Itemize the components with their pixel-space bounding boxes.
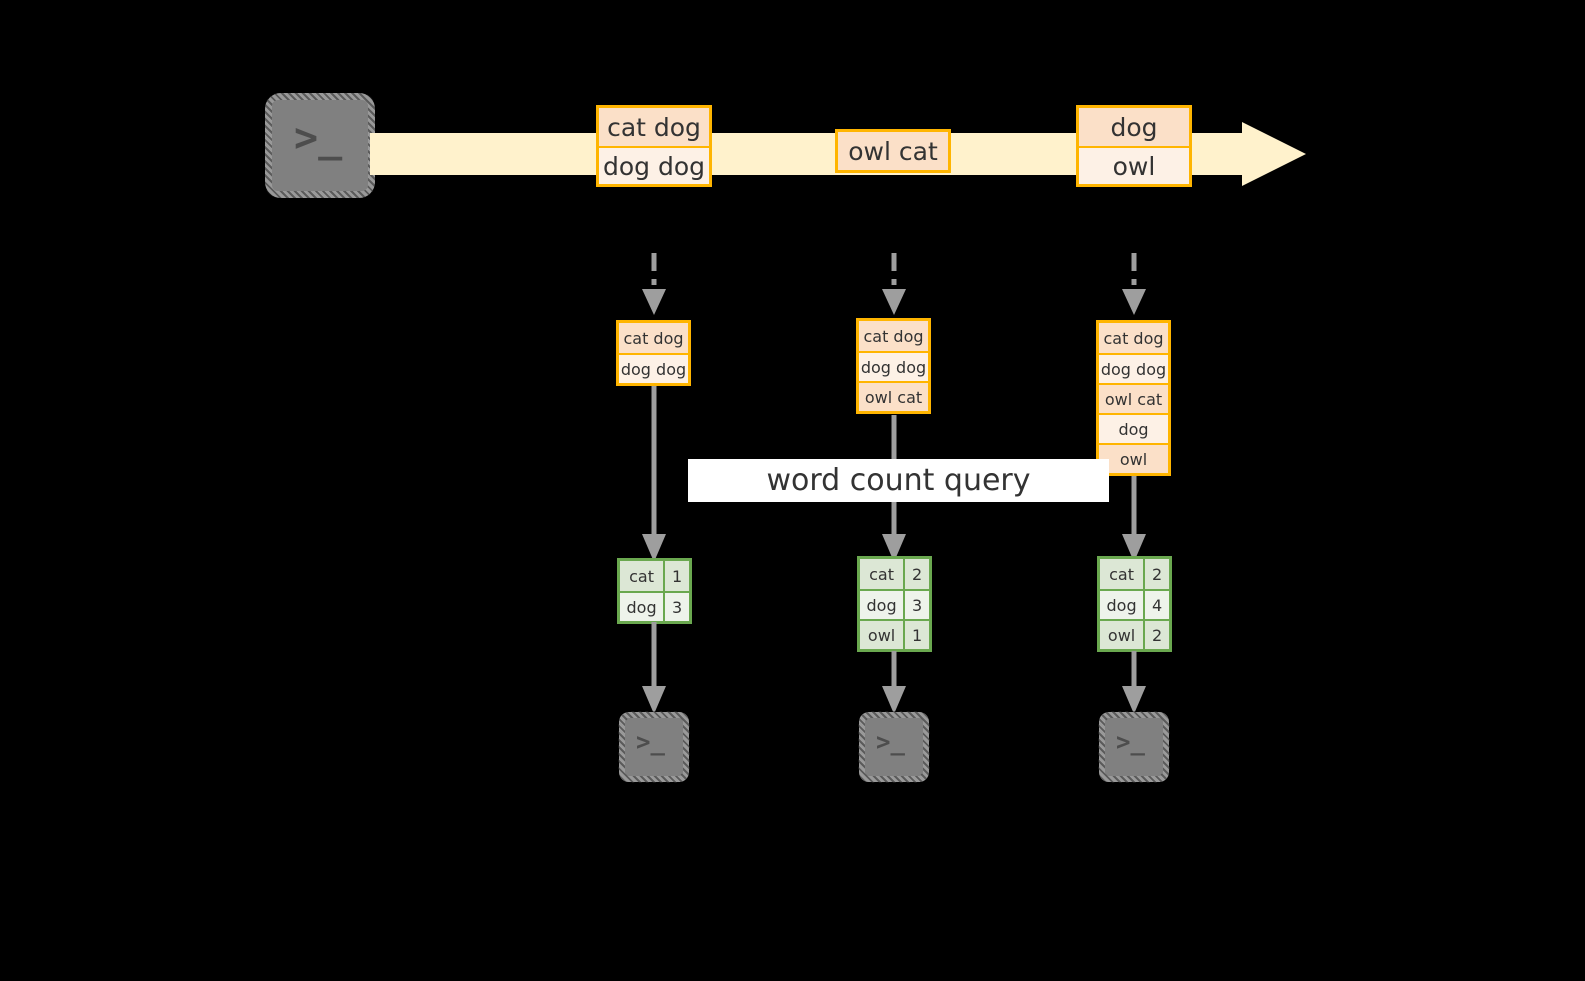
count-cell: 1 bbox=[903, 621, 929, 649]
snapshot-input-row: cat dog bbox=[619, 323, 688, 353]
count-cell: 2 bbox=[1143, 621, 1169, 649]
table-row: cat 2 bbox=[1100, 559, 1169, 589]
stream-record-2: owl cat bbox=[835, 129, 951, 173]
snapshot-input-row: owl cat bbox=[1099, 383, 1168, 413]
snapshot-input-row: dog dog bbox=[859, 351, 928, 381]
word-cell: dog bbox=[1100, 591, 1144, 619]
snapshot-input-row: owl cat bbox=[859, 381, 928, 411]
word-count-table-1: cat 1 dog 3 bbox=[617, 558, 692, 624]
word-cell: cat bbox=[1100, 559, 1144, 589]
word-cell: dog bbox=[860, 591, 904, 619]
stream-record-1: cat dog dog dog bbox=[596, 105, 712, 187]
stream-record-line: owl bbox=[1079, 146, 1189, 184]
snapshot-input-row: cat dog bbox=[1099, 323, 1168, 353]
snapshot-input-row: dog dog bbox=[1099, 353, 1168, 383]
snapshot-input-row: owl bbox=[1099, 443, 1168, 473]
word-cell: owl bbox=[860, 621, 904, 649]
table-row: owl 2 bbox=[1100, 619, 1169, 649]
count-cell: 4 bbox=[1143, 591, 1169, 619]
table-row: cat 2 bbox=[860, 559, 929, 589]
output-arrow-2 bbox=[880, 651, 908, 714]
snapshot-tap-arrow-2 bbox=[880, 253, 908, 315]
word-cell: dog bbox=[620, 593, 664, 621]
count-cell: 3 bbox=[663, 593, 689, 621]
snapshot-tap-arrow-3 bbox=[1120, 253, 1148, 315]
table-row: dog 3 bbox=[860, 589, 929, 619]
count-cell: 2 bbox=[1143, 559, 1169, 589]
query-label: word count query bbox=[688, 459, 1109, 502]
count-cell: 2 bbox=[903, 559, 929, 589]
output-arrow-3 bbox=[1120, 651, 1148, 714]
producer-terminal-icon: >_ bbox=[265, 93, 375, 198]
terminal-prompt-glyph: >_ bbox=[636, 728, 665, 756]
query-arrow-1 bbox=[640, 386, 668, 562]
terminal-prompt-glyph: >_ bbox=[294, 115, 343, 161]
count-cell: 1 bbox=[663, 561, 689, 591]
stream-record-3: dog owl bbox=[1076, 105, 1192, 187]
consumer-terminal-icon-1: >_ bbox=[618, 711, 690, 783]
terminal-prompt-glyph: >_ bbox=[1116, 728, 1145, 756]
query-arrow-3 bbox=[1120, 476, 1148, 562]
word-cell: cat bbox=[620, 561, 664, 591]
terminal-prompt-glyph: >_ bbox=[876, 728, 905, 756]
snapshot-input-stack-3: cat dog dog dog owl cat dog owl bbox=[1096, 320, 1171, 476]
word-cell: owl bbox=[1100, 621, 1144, 649]
stream-record-line: dog bbox=[1079, 108, 1189, 146]
count-cell: 3 bbox=[903, 591, 929, 619]
table-row: cat 1 bbox=[620, 561, 689, 591]
consumer-terminal-icon-2: >_ bbox=[858, 711, 930, 783]
snapshot-tap-arrow-1 bbox=[640, 253, 668, 315]
word-count-table-2: cat 2 dog 3 owl 1 bbox=[857, 556, 932, 652]
output-arrow-1 bbox=[640, 622, 668, 714]
stream-record-line: cat dog bbox=[599, 108, 709, 146]
snapshot-input-row: dog dog bbox=[619, 353, 688, 383]
stream-record-line: owl cat bbox=[838, 132, 948, 170]
consumer-terminal-icon-3: >_ bbox=[1098, 711, 1170, 783]
snapshot-input-row: dog bbox=[1099, 413, 1168, 443]
snapshot-input-stack-1: cat dog dog dog bbox=[616, 320, 691, 386]
word-count-table-3: cat 2 dog 4 owl 2 bbox=[1097, 556, 1172, 652]
snapshot-input-row: cat dog bbox=[859, 321, 928, 351]
word-cell: cat bbox=[860, 559, 904, 589]
table-row: dog 4 bbox=[1100, 589, 1169, 619]
table-row: dog 3 bbox=[620, 591, 689, 621]
table-row: owl 1 bbox=[860, 619, 929, 649]
stream-record-line: dog dog bbox=[599, 146, 709, 184]
snapshot-input-stack-2: cat dog dog dog owl cat bbox=[856, 318, 931, 414]
